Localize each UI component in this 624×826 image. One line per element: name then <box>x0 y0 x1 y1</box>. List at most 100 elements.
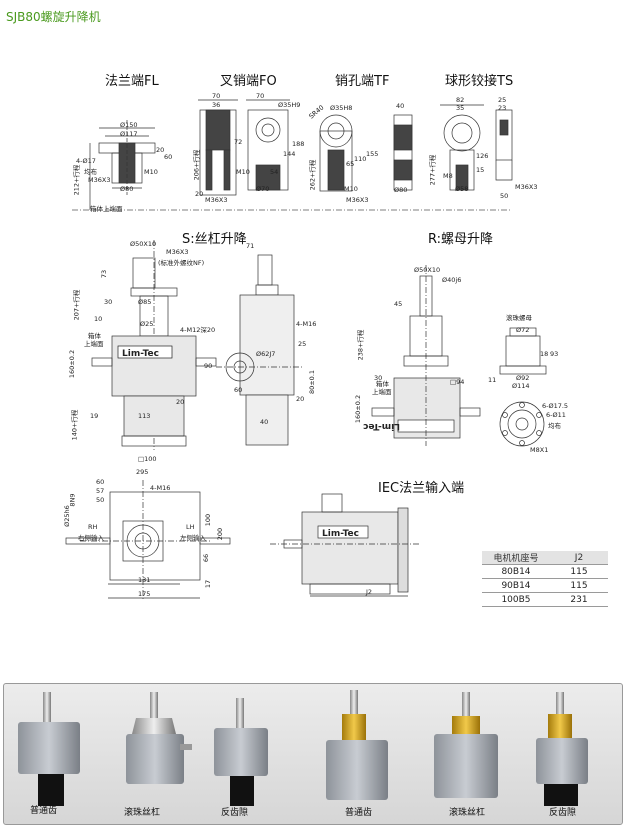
dim: 54 <box>270 168 279 176</box>
dim: Ø50X10 <box>414 266 441 274</box>
dim: 100 <box>204 513 213 527</box>
dim: 66 <box>202 553 211 563</box>
table-cell: 115 <box>550 578 608 593</box>
brand-label-iec: Lim-Tec <box>322 529 359 539</box>
dim: 箱体上端面 <box>90 205 123 213</box>
dim: 17 <box>204 579 213 589</box>
dim: 70 <box>212 92 221 100</box>
dim: (标准外螺纹NF) <box>158 259 205 267</box>
dim: 25 <box>498 96 507 104</box>
dim: 70 <box>256 92 265 100</box>
dim: 19 <box>90 412 99 420</box>
dim: 188 <box>292 140 305 148</box>
dim: Ø150 <box>120 121 138 129</box>
dim: 160±0.2 <box>68 349 77 379</box>
dim: 30 <box>104 298 113 306</box>
dim: 10 <box>94 315 103 323</box>
dim: 4-Ø17 <box>76 157 96 165</box>
dim: 131 <box>138 576 151 584</box>
heading-nut-lift: R:螺母升降 <box>428 232 494 247</box>
dim: 50 <box>96 496 105 504</box>
dim: 右侧输入 <box>78 534 104 542</box>
motor-frame-table: 电机机座号 J2 80B14 115 90B14 115 100B5 231 <box>482 551 608 607</box>
dim: Ø80 <box>120 185 134 193</box>
heading-fork-end: 叉销端FO <box>220 74 277 89</box>
dim: 71 <box>246 242 255 250</box>
dim: 4-M12深20 <box>180 326 216 334</box>
heading-flange-end: 法兰端FL <box>105 74 159 89</box>
dim: 295 <box>136 468 149 476</box>
table-header-cell: J2 <box>550 551 608 565</box>
dim: 57 <box>96 487 105 495</box>
dim: 50 <box>500 192 509 200</box>
product-photo-panel: 普通齿 滚珠丝杠 反齿隙 普通齿 滚珠丝杠 反齿隙 <box>3 683 623 825</box>
photo-caption: 反齿隙 <box>549 808 577 818</box>
dim: J2 <box>366 588 373 596</box>
dim: 20 <box>195 190 204 198</box>
table-cell: 231 <box>550 592 608 607</box>
dim: 上端面 <box>372 388 392 396</box>
dim: 6-Ø11 <box>546 411 566 419</box>
dim: 箱体 <box>88 332 101 340</box>
dim: 35 <box>456 104 465 112</box>
dim: 60 <box>96 478 105 486</box>
jack-photo-4 <box>326 690 388 800</box>
dim: M36X3 <box>88 176 111 184</box>
dim: Ø117 <box>120 130 138 138</box>
jack-photo-1 <box>18 692 80 806</box>
dim: 277+行程 <box>428 154 437 186</box>
dim: 4-M16 <box>150 484 171 492</box>
photo-caption: 反齿隙 <box>221 808 249 818</box>
dim: 25 <box>298 340 307 348</box>
dim: 262+行程 <box>308 159 317 191</box>
dim: Ø62J7 <box>256 350 276 358</box>
dim: 82 <box>456 96 465 104</box>
dim: M36X3 <box>346 196 369 204</box>
dim: □100 <box>138 455 157 463</box>
page-title: SJB80螺旋升降机 <box>6 10 101 24</box>
dim: 40 <box>396 102 405 110</box>
dim: 均布 <box>84 168 97 176</box>
photo-caption: 普通齿 <box>30 806 58 816</box>
dim: 200 <box>216 527 225 541</box>
brand-label-r: Lim-Tec <box>363 421 400 431</box>
dim: Ø80 <box>394 186 408 194</box>
dim: M36X3 <box>205 196 228 204</box>
dim: M36X3 <box>515 183 538 191</box>
dim: 93 <box>550 350 559 358</box>
dim: 90 <box>204 362 213 370</box>
table-cell: 80B14 <box>482 564 550 579</box>
dim: Ø50X10 <box>130 240 157 248</box>
dim: Ø35H8 <box>330 104 353 112</box>
dim: 6-Ø17.5 <box>542 402 569 410</box>
dim: 110 <box>354 155 367 163</box>
brand-label-s: Lim-Tec <box>122 349 159 359</box>
dim: M8 <box>443 172 453 180</box>
dim: 155 <box>366 150 379 158</box>
dim: M10 <box>144 168 158 176</box>
dim: 80±0.1 <box>308 369 317 395</box>
table-cell: 115 <box>550 564 608 579</box>
photo-caption: 滚珠丝杠 <box>449 808 486 818</box>
dim: 40 <box>260 418 269 426</box>
dim: M10 <box>236 168 250 176</box>
dim: Ø25h6 <box>62 505 71 527</box>
dim: 144 <box>283 150 296 158</box>
jack-photo-2 <box>126 692 192 784</box>
dim: 60 <box>234 386 243 394</box>
dim: Ø92 <box>516 374 530 382</box>
dim: Ø72 <box>516 326 530 334</box>
dim: 20 <box>296 395 305 403</box>
dim: Ø25 <box>140 320 154 328</box>
dim: □94 <box>450 378 465 386</box>
dim: 15 <box>476 166 485 174</box>
jack-photo-3 <box>214 698 268 806</box>
jack-photo-5 <box>434 692 498 798</box>
dim: 左侧输入 <box>180 534 206 542</box>
dim: Ø35H9 <box>278 101 301 109</box>
photo-caption: 普通齿 <box>345 808 373 818</box>
table-cell: 90B14 <box>482 578 550 593</box>
dim: RH <box>88 523 98 531</box>
dim: 126 <box>476 152 489 160</box>
product-photos <box>18 690 588 806</box>
